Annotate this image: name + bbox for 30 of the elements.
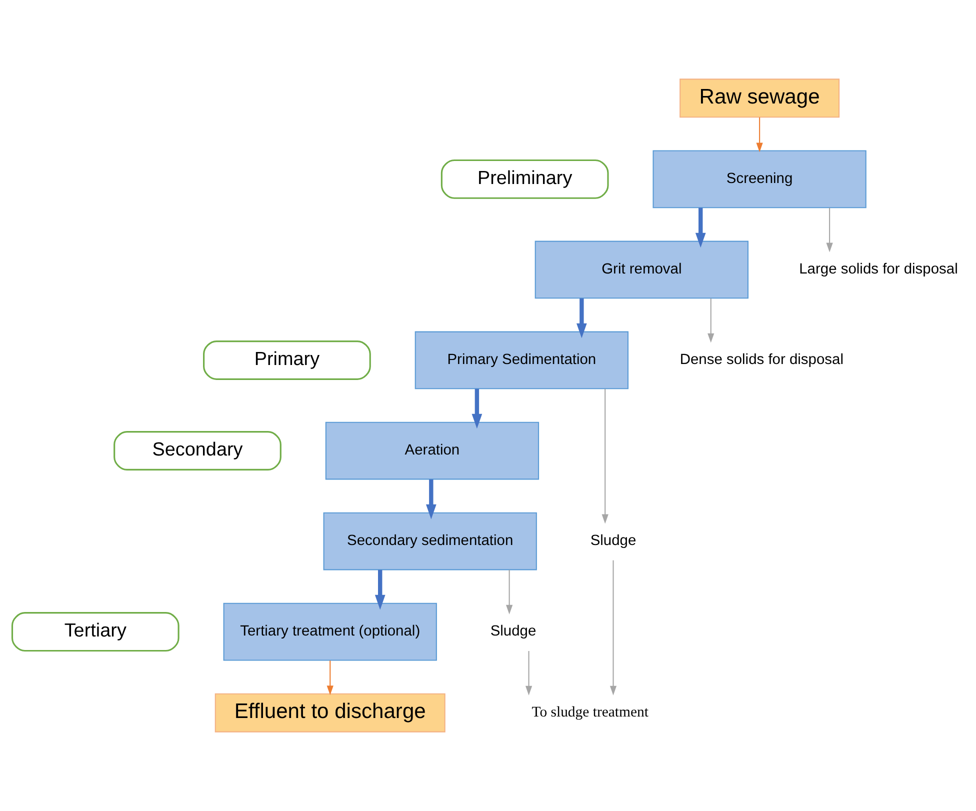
node-text: Sludge — [590, 533, 636, 550]
node-box: Primary Sedimentation — [414, 331, 629, 390]
node-box: Secondary — [114, 431, 282, 470]
arrow — [826, 208, 833, 252]
arrow — [756, 117, 763, 152]
node-box: Screening — [652, 150, 866, 208]
node-box: Aeration — [325, 422, 540, 480]
node-text: Dense solids for disposal — [680, 352, 844, 368]
node-box: Primary — [203, 340, 371, 380]
node-box: Grit removal — [534, 240, 748, 299]
node-box: Tertiary — [11, 612, 180, 652]
node-box: Secondary sedimentation — [323, 512, 537, 570]
node-text: Sludge — [490, 624, 536, 640]
arrow — [525, 651, 532, 696]
arrow — [602, 388, 608, 524]
arrow — [472, 388, 482, 429]
arrow — [374, 570, 386, 610]
arrow — [426, 479, 436, 520]
node-box: Effluent to discharge — [214, 693, 446, 732]
arrow — [506, 570, 513, 614]
arrow — [326, 660, 334, 696]
arrow — [695, 208, 706, 248]
arrow — [576, 298, 587, 338]
node-box: Tertiary treatment (optional) — [223, 602, 437, 661]
node-text: To sludge treatment — [532, 704, 648, 721]
node-box: Preliminary — [440, 159, 609, 199]
node-box: Raw sewage — [680, 78, 840, 118]
node-text: Large solids for disposal — [799, 262, 958, 278]
arrow — [708, 298, 714, 343]
arrow — [610, 560, 617, 696]
